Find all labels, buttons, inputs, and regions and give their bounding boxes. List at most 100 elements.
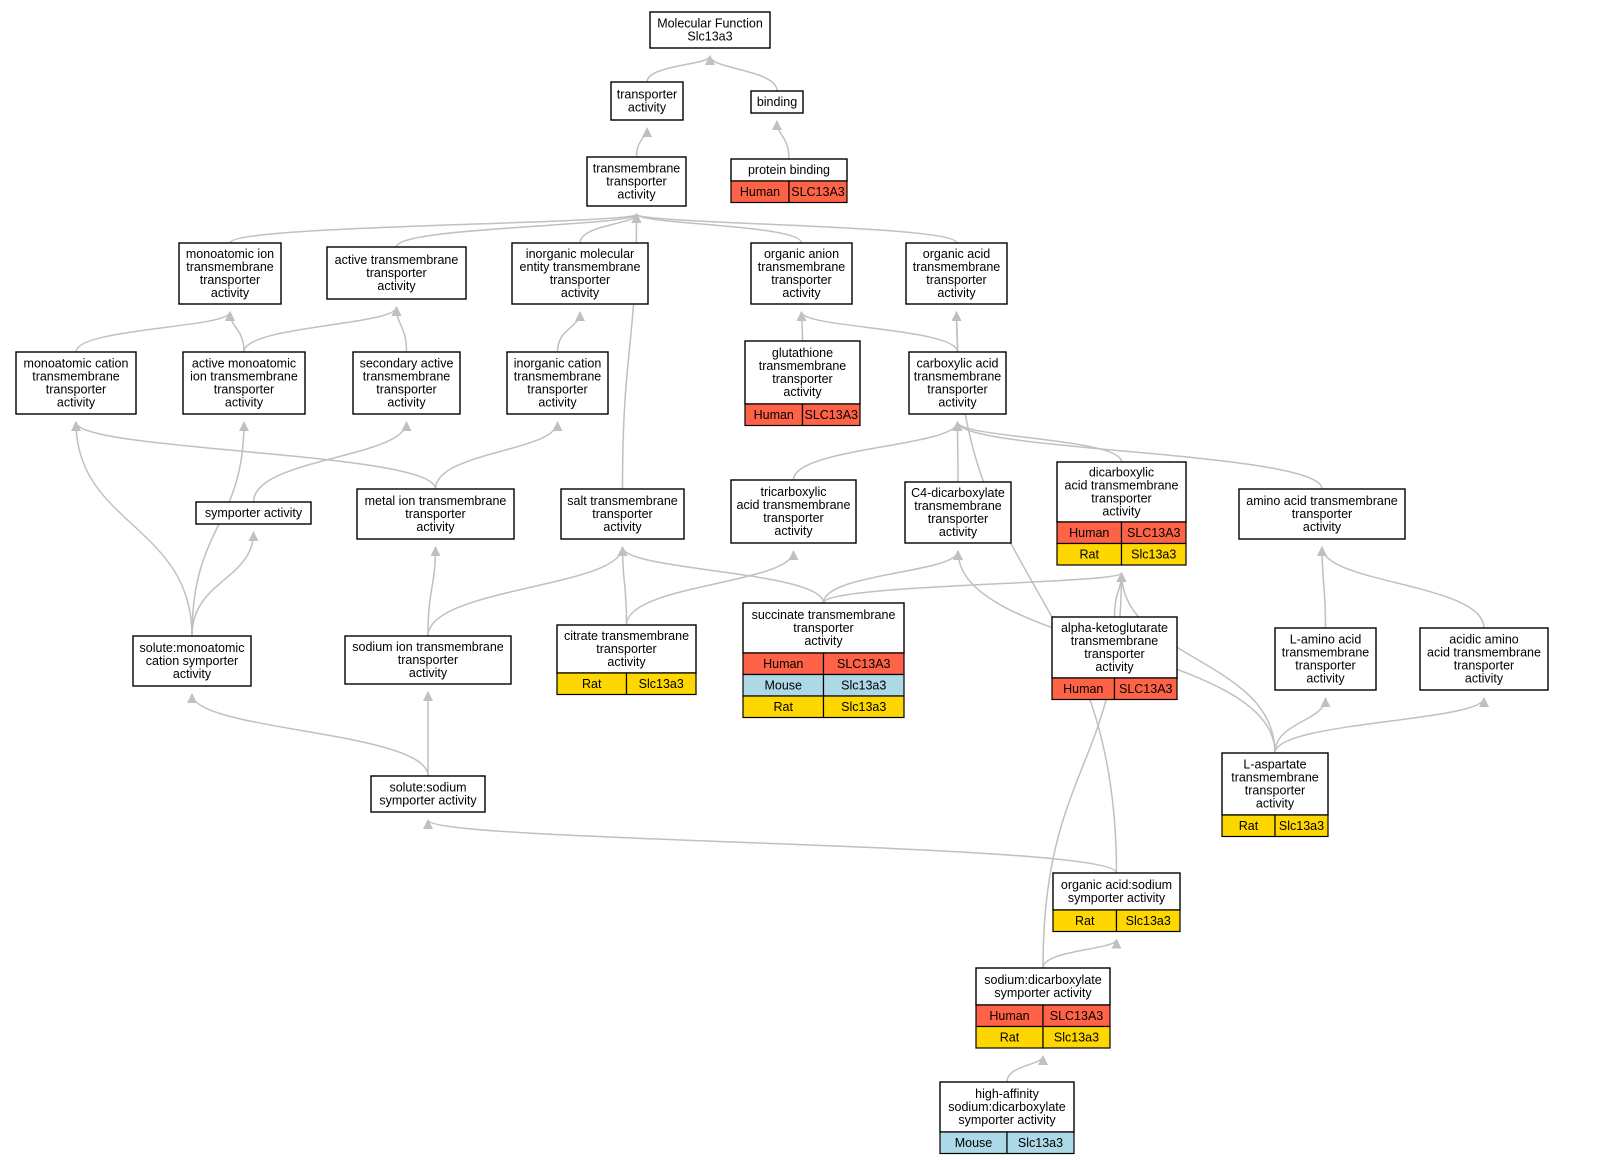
node-secondary-active[interactable]: secondary activetransmembranetransporter… xyxy=(352,351,461,415)
node-label-line: activity xyxy=(603,520,642,534)
node-carboxylic[interactable]: carboxylic acidtransmembranetransportera… xyxy=(908,351,1007,415)
gene-cell xyxy=(822,695,905,719)
node-label-line: metal ion transmembrane xyxy=(365,494,507,508)
node-label-line: cation symporter xyxy=(146,654,238,668)
edge-l_aspartate-to-l_amino xyxy=(1274,697,1331,754)
edge-succinate-to-c4 xyxy=(822,550,963,604)
node-box xyxy=(1056,461,1187,523)
node-label-line: monoatomic ion xyxy=(186,247,274,261)
node-glutathione[interactable]: glutathionetransmembranetransporteractiv… xyxy=(744,340,861,427)
edge-organic_anion-to-tm_transporter xyxy=(631,213,803,244)
edge-inorganic_cation-to-inorganic_molecular xyxy=(556,311,585,353)
node-label-line: transporter xyxy=(1245,784,1305,798)
node-label-line: tricarboxylic xyxy=(761,485,827,499)
node-label-line: transporter xyxy=(366,266,426,280)
node-label-line: ion transmembrane xyxy=(190,370,298,384)
node-label-line: transporter xyxy=(1091,492,1151,506)
node-label-line: transporter xyxy=(200,273,260,287)
node-label-line: transporter xyxy=(771,273,831,287)
gene-label: Slc13a3 xyxy=(1279,819,1324,833)
node-label-line: activity xyxy=(173,667,212,681)
node-monoatomic-cation[interactable]: monoatomic cationtransmembranetransporte… xyxy=(15,351,137,415)
node-organic-anion[interactable]: organic aniontransmembranetransporteract… xyxy=(750,242,853,305)
edge-tm_transporter-to-transporter xyxy=(635,127,652,158)
node-box xyxy=(178,242,282,305)
edge-transporter-to-mf xyxy=(646,55,715,83)
node-box xyxy=(586,156,687,207)
edge-organic_acid_sodium-to-solute_sodium xyxy=(423,819,1118,874)
node-label-line: L-aspartate xyxy=(1243,758,1306,772)
node-label-line: organic acid xyxy=(923,247,990,261)
gene-cell xyxy=(1274,814,1329,838)
node-label-line: alpha-ketoglutarate xyxy=(1061,621,1168,635)
gene-label: SLC13A3 xyxy=(1119,682,1173,696)
node-label-line: transmembrane xyxy=(186,260,274,274)
node-label-line: activity xyxy=(377,279,416,293)
node-label-line: activity xyxy=(1303,520,1342,534)
node-box xyxy=(556,624,697,674)
node-label-line: activity xyxy=(628,101,667,115)
node-label-line: symporter activity xyxy=(1068,891,1166,905)
node-box xyxy=(344,635,512,685)
node-l-amino[interactable]: L-amino acidtransmembranetransporteracti… xyxy=(1274,627,1377,691)
node-box xyxy=(356,488,515,540)
node-citrate[interactable]: citrate transmembranetransporteractivity… xyxy=(556,624,697,696)
node-box xyxy=(1221,752,1329,816)
node-label-line: activity xyxy=(561,286,600,300)
gene-label: Slc13a3 xyxy=(639,677,684,691)
node-box xyxy=(1051,616,1178,679)
node-inorganic-cation[interactable]: inorganic cationtransmembranetransporter… xyxy=(506,351,609,415)
node-label-line: symporter activity xyxy=(994,986,1092,1000)
node-succinate[interactable]: succinate transmembranetransporteractivi… xyxy=(742,602,905,719)
node-label-line: activity xyxy=(211,286,250,300)
node-binding[interactable]: binding xyxy=(750,90,804,114)
node-symporter[interactable]: symporter activity xyxy=(195,501,312,525)
node-monoatomic-ion[interactable]: monoatomic iontransmembranetransporterac… xyxy=(178,242,282,305)
node-label-line: succinate transmembrane xyxy=(752,608,896,622)
node-high-affinity[interactable]: high-affinitysodium:dicarboxylatesymport… xyxy=(939,1081,1075,1155)
node-label-line: salt transmembrane xyxy=(567,494,678,508)
node-label-line: C4-dicarboxylate xyxy=(911,486,1005,500)
node-amino-acid[interactable]: amino acid transmembranetransporteractiv… xyxy=(1238,488,1406,540)
node-label-line: activity xyxy=(617,188,656,202)
species-label: Human xyxy=(1063,682,1103,696)
node-label-line: transmembrane xyxy=(514,370,602,384)
node-label-line: transporter xyxy=(398,653,458,667)
node-organic-acid[interactable]: organic acidtransmembranetransporteracti… xyxy=(905,242,1008,305)
edge-citrate-to-tricarboxylic xyxy=(625,550,799,626)
node-alpha-kg[interactable]: alpha-ketoglutaratetransmembranetranspor… xyxy=(1051,616,1178,701)
edge-succinate-to-salt xyxy=(617,546,825,604)
node-box xyxy=(939,1081,1075,1133)
node-label-line: transporter xyxy=(926,273,986,287)
edge-active_monoatomic-to-monoatomic_ion xyxy=(225,311,245,353)
node-box xyxy=(730,479,857,544)
node-label-line: transporter xyxy=(928,512,988,526)
gene-label: SLC13A3 xyxy=(791,185,845,199)
node-box xyxy=(1274,627,1377,691)
node-label-line: active transmembrane xyxy=(335,253,459,267)
node-box xyxy=(744,340,861,405)
node-l-aspartate[interactable]: L-aspartatetransmembranetransporteractiv… xyxy=(1221,752,1329,838)
node-metal-ion[interactable]: metal ion transmembranetransporteractivi… xyxy=(356,488,515,540)
node-label-line: transmembrane xyxy=(1071,634,1159,648)
gene-cell xyxy=(1113,677,1178,701)
node-label-line: transporter xyxy=(405,507,465,521)
node-c4[interactable]: C4-dicarboxylatetransmembranetransporter… xyxy=(904,481,1012,544)
node-sodium-ion[interactable]: sodium ion transmembranetransporteractiv… xyxy=(344,635,512,685)
node-label-line: transmembrane xyxy=(914,499,1002,513)
